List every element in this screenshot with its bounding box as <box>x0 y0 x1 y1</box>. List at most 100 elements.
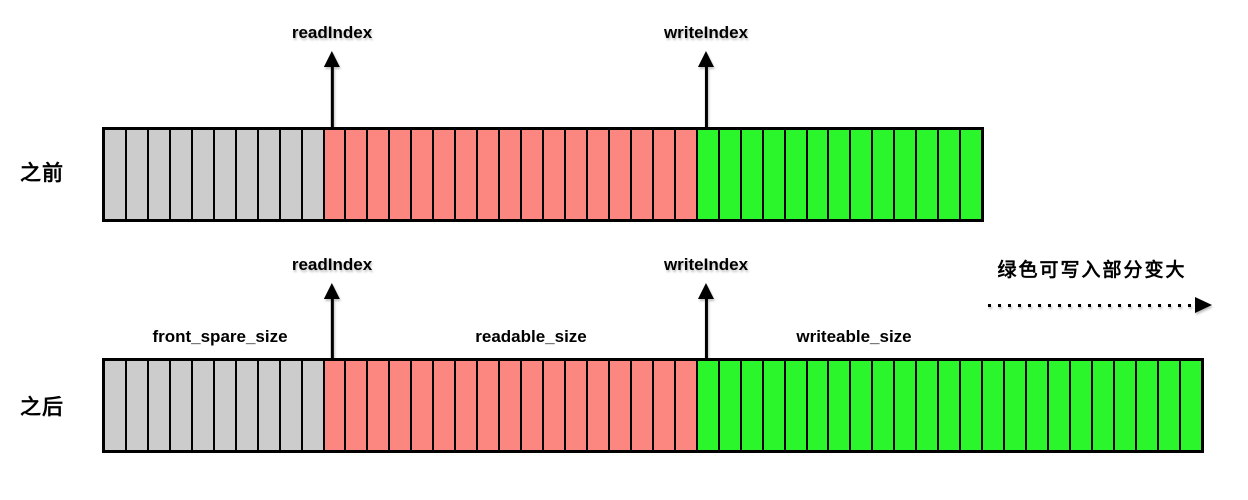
growth-dotted-arrow <box>988 297 1212 313</box>
buffer-cell-writable <box>1180 361 1201 450</box>
buffer-cell-front-spare <box>105 361 127 450</box>
buffer-cell-writable <box>829 361 852 450</box>
buffer-cell-writable <box>741 361 764 450</box>
buffer-cell-front-spare <box>192 361 215 450</box>
up-arrow-icon <box>324 283 340 299</box>
buffer-cell-front-spare <box>148 361 171 450</box>
growth-annotation: 绿色可写入部分变大 <box>997 260 1187 281</box>
buffer-cell-readable <box>368 361 391 450</box>
buffer-cell-readable <box>434 361 457 450</box>
buffer-cell-writable <box>785 130 808 219</box>
buffer-cell-writable <box>873 361 896 450</box>
buffer-cell-readable <box>566 130 588 219</box>
buffer-cell-readable <box>456 130 479 219</box>
buffer-cell-writable <box>1005 361 1028 450</box>
buffer-cell-front-spare <box>192 130 215 219</box>
after-read-pointer: readIndex <box>292 254 372 358</box>
buffer-cell-writable <box>939 130 962 219</box>
dotted-line <box>988 303 1193 307</box>
buffer-cell-readable <box>478 130 501 219</box>
buffer-cell-readable <box>500 361 523 450</box>
buffer-cell-readable <box>587 361 610 450</box>
buffer-cell-front-spare <box>302 361 325 450</box>
buffer-cell-writable <box>719 361 742 450</box>
buffer-cell-readable <box>675 130 698 219</box>
buffer-cell-readable <box>631 361 654 450</box>
buffer-cell-writable <box>939 361 962 450</box>
buffer-cell-readable <box>522 130 545 219</box>
buffer-cell-writable <box>719 130 742 219</box>
buffer-cell-writable <box>763 361 786 450</box>
before-read-pointer: readIndex <box>292 22 372 127</box>
buffer-cell-writable <box>917 130 940 219</box>
buffer-cell-front-spare <box>170 361 193 450</box>
buffer-cell-readable <box>522 361 545 450</box>
buffer-cell-front-spare <box>258 130 281 219</box>
buffer-cell-front-spare <box>302 130 325 219</box>
buffer-cell-writable <box>807 130 830 219</box>
buffer-cell-writable <box>1070 361 1093 450</box>
buffer-cell-readable <box>631 130 654 219</box>
buffer-cell-readable <box>390 130 413 219</box>
pointer-line <box>704 67 708 127</box>
buffer-cell-writable <box>1048 361 1071 450</box>
buffer-cell-readable <box>346 130 369 219</box>
buffer-cell-front-spare <box>236 361 259 450</box>
buffer-cell-readable <box>544 130 567 219</box>
pointer-line <box>330 299 334 358</box>
buffer-cell-readable <box>412 130 435 219</box>
buffer-cell-front-spare <box>148 130 171 219</box>
buffer-cell-writable <box>917 361 940 450</box>
before-write-pointer: writeIndex <box>664 22 748 127</box>
buffer-cell-readable <box>500 130 523 219</box>
up-arrow-icon <box>698 283 714 299</box>
buffer-cell-writable <box>1092 361 1115 450</box>
right-arrow-icon <box>1195 297 1212 313</box>
buffer-cell-front-spare <box>214 361 237 450</box>
buffer-cell-writable <box>895 130 918 219</box>
buffer-cell-writable <box>1136 361 1159 450</box>
buffer-cell-writable <box>1027 361 1049 450</box>
buffer-cell-readable <box>675 361 698 450</box>
read-index-label: readIndex <box>291 255 373 274</box>
write-index-label: writeIndex <box>663 23 749 42</box>
up-arrow-icon <box>324 51 340 67</box>
buffer-cell-readable <box>324 130 347 219</box>
buffer-cell-writable <box>851 130 874 219</box>
buffer-cell-writable <box>895 361 918 450</box>
after-label: 之后 <box>20 396 64 419</box>
buffer-cell-readable <box>478 361 501 450</box>
buffer-cell-readable <box>566 361 588 450</box>
readable-size-label: readable_size <box>475 327 587 346</box>
front-spare-size-label: front_spare_size <box>152 327 288 346</box>
buffer-cell-readable <box>368 130 391 219</box>
buffer-cell-writable <box>851 361 874 450</box>
buffer-cell-readable <box>346 361 369 450</box>
buffer-cell-readable <box>609 130 632 219</box>
buffer-cell-readable <box>390 361 413 450</box>
buffer-cell-front-spare <box>236 130 259 219</box>
buffer-cell-readable <box>456 361 479 450</box>
buffer-cell-front-spare <box>258 361 281 450</box>
buffer-cell-readable <box>544 361 567 450</box>
buffer-bar-before <box>102 127 984 222</box>
buffer-cell-writable <box>697 130 720 219</box>
buffer-cell-writable <box>829 130 852 219</box>
buffer-cell-writable <box>1114 361 1137 450</box>
buffer-cell-writable <box>983 361 1006 450</box>
buffer-cell-readable <box>587 130 610 219</box>
buffer-cell-writable <box>785 361 808 450</box>
read-index-label: readIndex <box>291 23 373 42</box>
buffer-cell-writable <box>961 361 984 450</box>
buffer-cell-readable <box>324 361 347 450</box>
buffer-bar-after <box>102 358 1204 453</box>
writeable-size-label: writeable_size <box>796 327 912 346</box>
write-index-label: writeIndex <box>663 255 749 274</box>
buffer-cell-writable <box>873 130 896 219</box>
after-write-pointer: writeIndex <box>664 254 748 358</box>
buffer-cell-readable <box>434 130 457 219</box>
buffer-cell-readable <box>653 361 676 450</box>
buffer-cell-front-spare <box>105 130 127 219</box>
buffer-cell-writable <box>961 130 982 219</box>
